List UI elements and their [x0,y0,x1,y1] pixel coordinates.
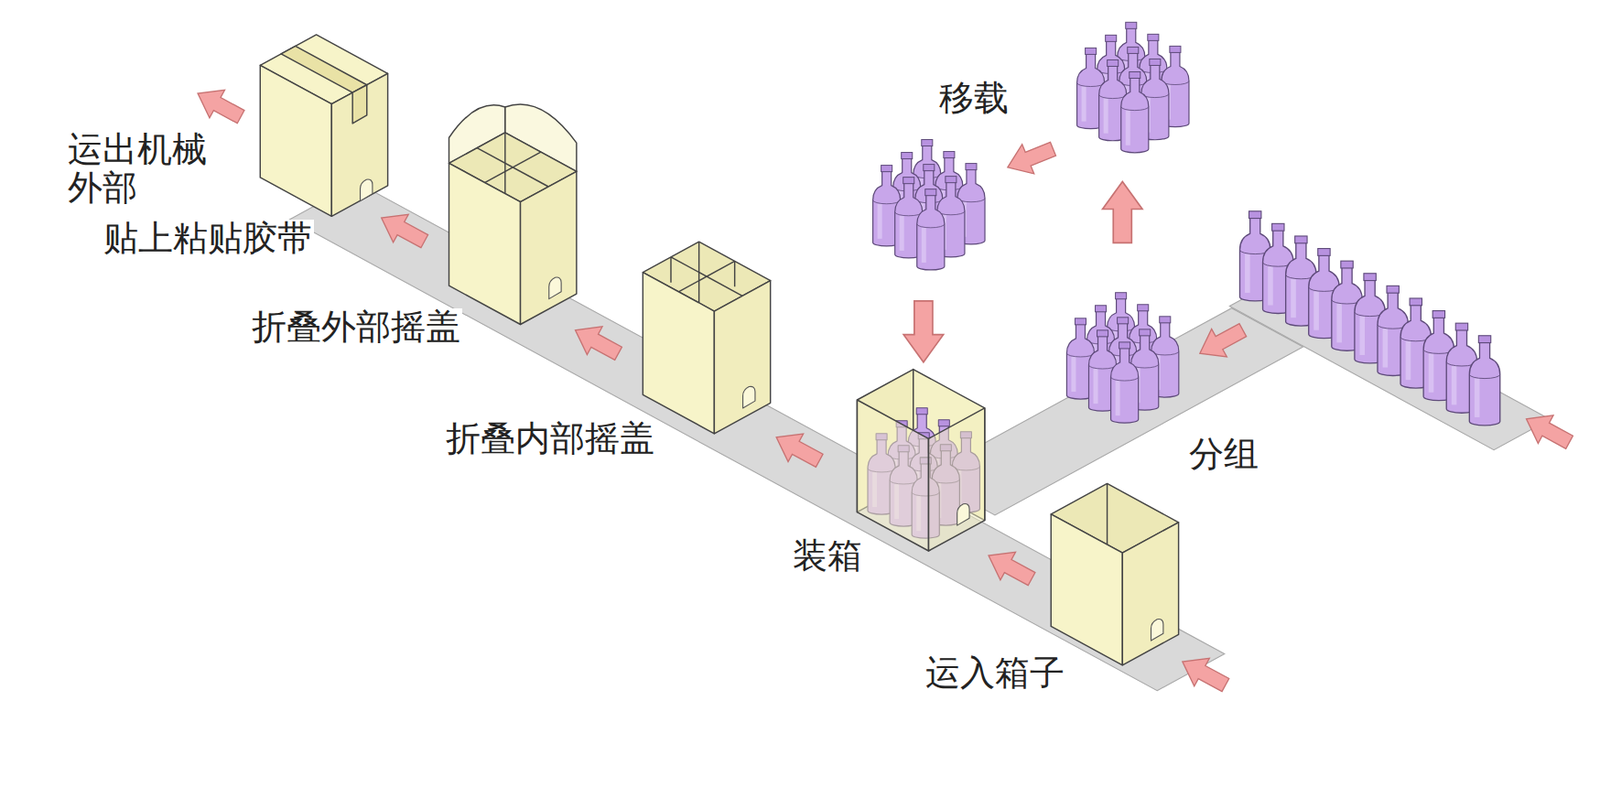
step-label: 分组 [1187,435,1261,475]
carton-dividers [642,241,770,434]
carton-taped [259,34,388,217]
step-label: 移载 [937,79,1011,119]
carton-open [1050,483,1179,665]
bottle-row [1239,211,1500,426]
step-label: 装箱 [790,537,865,576]
step-label: 折叠内部摇盖 [443,420,657,459]
step-label: 运入箱子 [923,654,1067,693]
step-label: 运出机械 外部 [65,130,219,208]
step-label: 贴上粘贴胶带 [101,219,314,259]
flow-arrow [190,79,1578,700]
carton-flaps [449,104,577,325]
bottle-group [873,21,1190,423]
carton-packing [856,369,984,552]
step-label: 折叠外部摇盖 [249,308,463,347]
